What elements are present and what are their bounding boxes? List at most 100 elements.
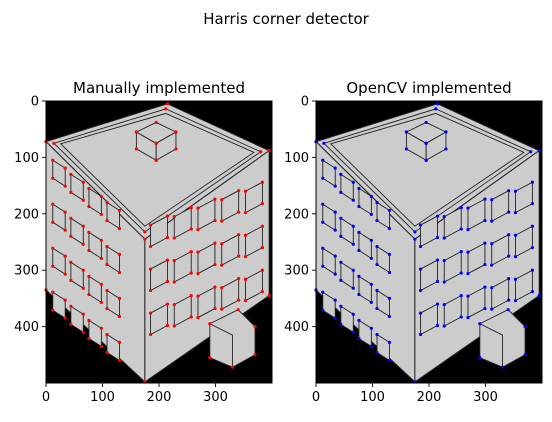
- corner-marker: [81, 330, 85, 334]
- corner-marker: [105, 244, 109, 249]
- corner-marker: [243, 233, 248, 237]
- corner-marker: [459, 227, 463, 231]
- corner-marker: [339, 234, 343, 238]
- corner-marker: [339, 190, 343, 194]
- corner-marker: [513, 277, 518, 281]
- corner-marker: [69, 172, 73, 176]
- corner-marker: [196, 315, 200, 320]
- corner-marker: [375, 244, 379, 249]
- corner-marker: [339, 322, 343, 326]
- corner-marker: [375, 332, 379, 337]
- corner-marker: [117, 226, 122, 231]
- corner-marker: [253, 325, 257, 329]
- corner-marker: [339, 172, 343, 176]
- corner-marker: [87, 186, 91, 191]
- corner-marker: [69, 190, 73, 194]
- corner-marker: [196, 227, 200, 232]
- corner-marker: [63, 166, 67, 170]
- corner-marker: [387, 252, 392, 257]
- corner-marker: [321, 176, 325, 180]
- corner-marker: [172, 215, 176, 219]
- corner-marker: [148, 311, 153, 315]
- corner-marker: [154, 120, 158, 125]
- corner-marker: [537, 293, 541, 298]
- x-tick-label: 0: [312, 390, 320, 405]
- corner-marker: [105, 350, 109, 355]
- corner-marker: [357, 318, 361, 322]
- corner-marker: [165, 323, 170, 328]
- corner-marker: [523, 325, 527, 329]
- corner-marker: [333, 166, 337, 170]
- corner-marker: [442, 280, 446, 284]
- corner-marker: [260, 224, 264, 228]
- corner-marker: [99, 300, 103, 304]
- right-axes-title: OpenCV implemented: [346, 79, 511, 97]
- corner-marker: [466, 227, 470, 232]
- corner-marker: [375, 288, 379, 293]
- x-tick-label: 300: [473, 390, 498, 405]
- corner-marker: [333, 272, 337, 276]
- corner-marker: [490, 286, 494, 290]
- corner-marker: [260, 202, 264, 206]
- corner-marker: [351, 286, 355, 290]
- corner-marker: [99, 344, 103, 348]
- roof-border-1: [329, 112, 525, 227]
- corner-marker: [196, 294, 200, 298]
- corner-marker: [134, 147, 138, 151]
- corner-marker: [357, 248, 361, 253]
- corner-marker: [81, 180, 85, 184]
- corner-marker: [375, 306, 379, 311]
- corner-marker: [435, 214, 440, 218]
- y-tick-label: 100: [14, 151, 39, 166]
- y-tick-label: 200: [14, 207, 39, 222]
- corner-marker: [87, 336, 91, 341]
- corner-marker: [537, 149, 541, 153]
- x-tick-label: 100: [360, 390, 385, 405]
- corner-marker: [87, 204, 91, 209]
- corner-marker: [189, 205, 193, 210]
- corner-marker: [253, 353, 257, 357]
- corner-marker: [351, 242, 355, 246]
- corner-marker: [174, 147, 178, 151]
- corner-marker: [63, 316, 67, 320]
- corner-marker: [220, 242, 224, 246]
- corner-marker: [213, 285, 217, 289]
- corner-marker: [81, 224, 85, 228]
- corner-marker: [51, 246, 55, 250]
- corner-marker: [466, 271, 470, 276]
- corner-marker: [369, 194, 373, 198]
- corner-marker: [243, 211, 248, 215]
- corner-marker: [117, 314, 122, 319]
- corner-marker: [424, 120, 428, 125]
- left-image: [45, 101, 272, 384]
- corner-marker: [260, 246, 264, 250]
- corner-marker: [220, 263, 224, 267]
- y-tick-label: 300: [14, 264, 39, 279]
- corner-marker: [154, 141, 158, 145]
- corner-marker: [435, 102, 440, 106]
- corner-marker: [172, 303, 176, 307]
- corner-marker: [333, 228, 337, 232]
- corner-marker: [478, 322, 482, 326]
- corner-marker: [172, 324, 176, 328]
- corner-marker: [435, 302, 440, 306]
- corner-marker: [442, 259, 446, 263]
- corner-marker: [321, 264, 325, 268]
- corner-marker: [418, 332, 423, 337]
- corner-marker: [357, 204, 361, 209]
- corner-marker: [369, 344, 373, 348]
- corner-marker: [260, 180, 264, 184]
- corner-marker: [220, 198, 224, 202]
- corner-marker: [208, 322, 212, 326]
- corner-marker: [87, 274, 91, 279]
- corner-marker: [259, 150, 263, 154]
- corner-marker: [51, 220, 55, 224]
- corner-marker: [172, 236, 176, 240]
- corner-marker: [375, 218, 379, 223]
- corner-marker: [81, 286, 85, 290]
- corner-marker: [459, 293, 463, 298]
- corner-marker: [63, 298, 67, 302]
- corner-marker: [351, 268, 355, 272]
- corner-marker: [513, 299, 518, 303]
